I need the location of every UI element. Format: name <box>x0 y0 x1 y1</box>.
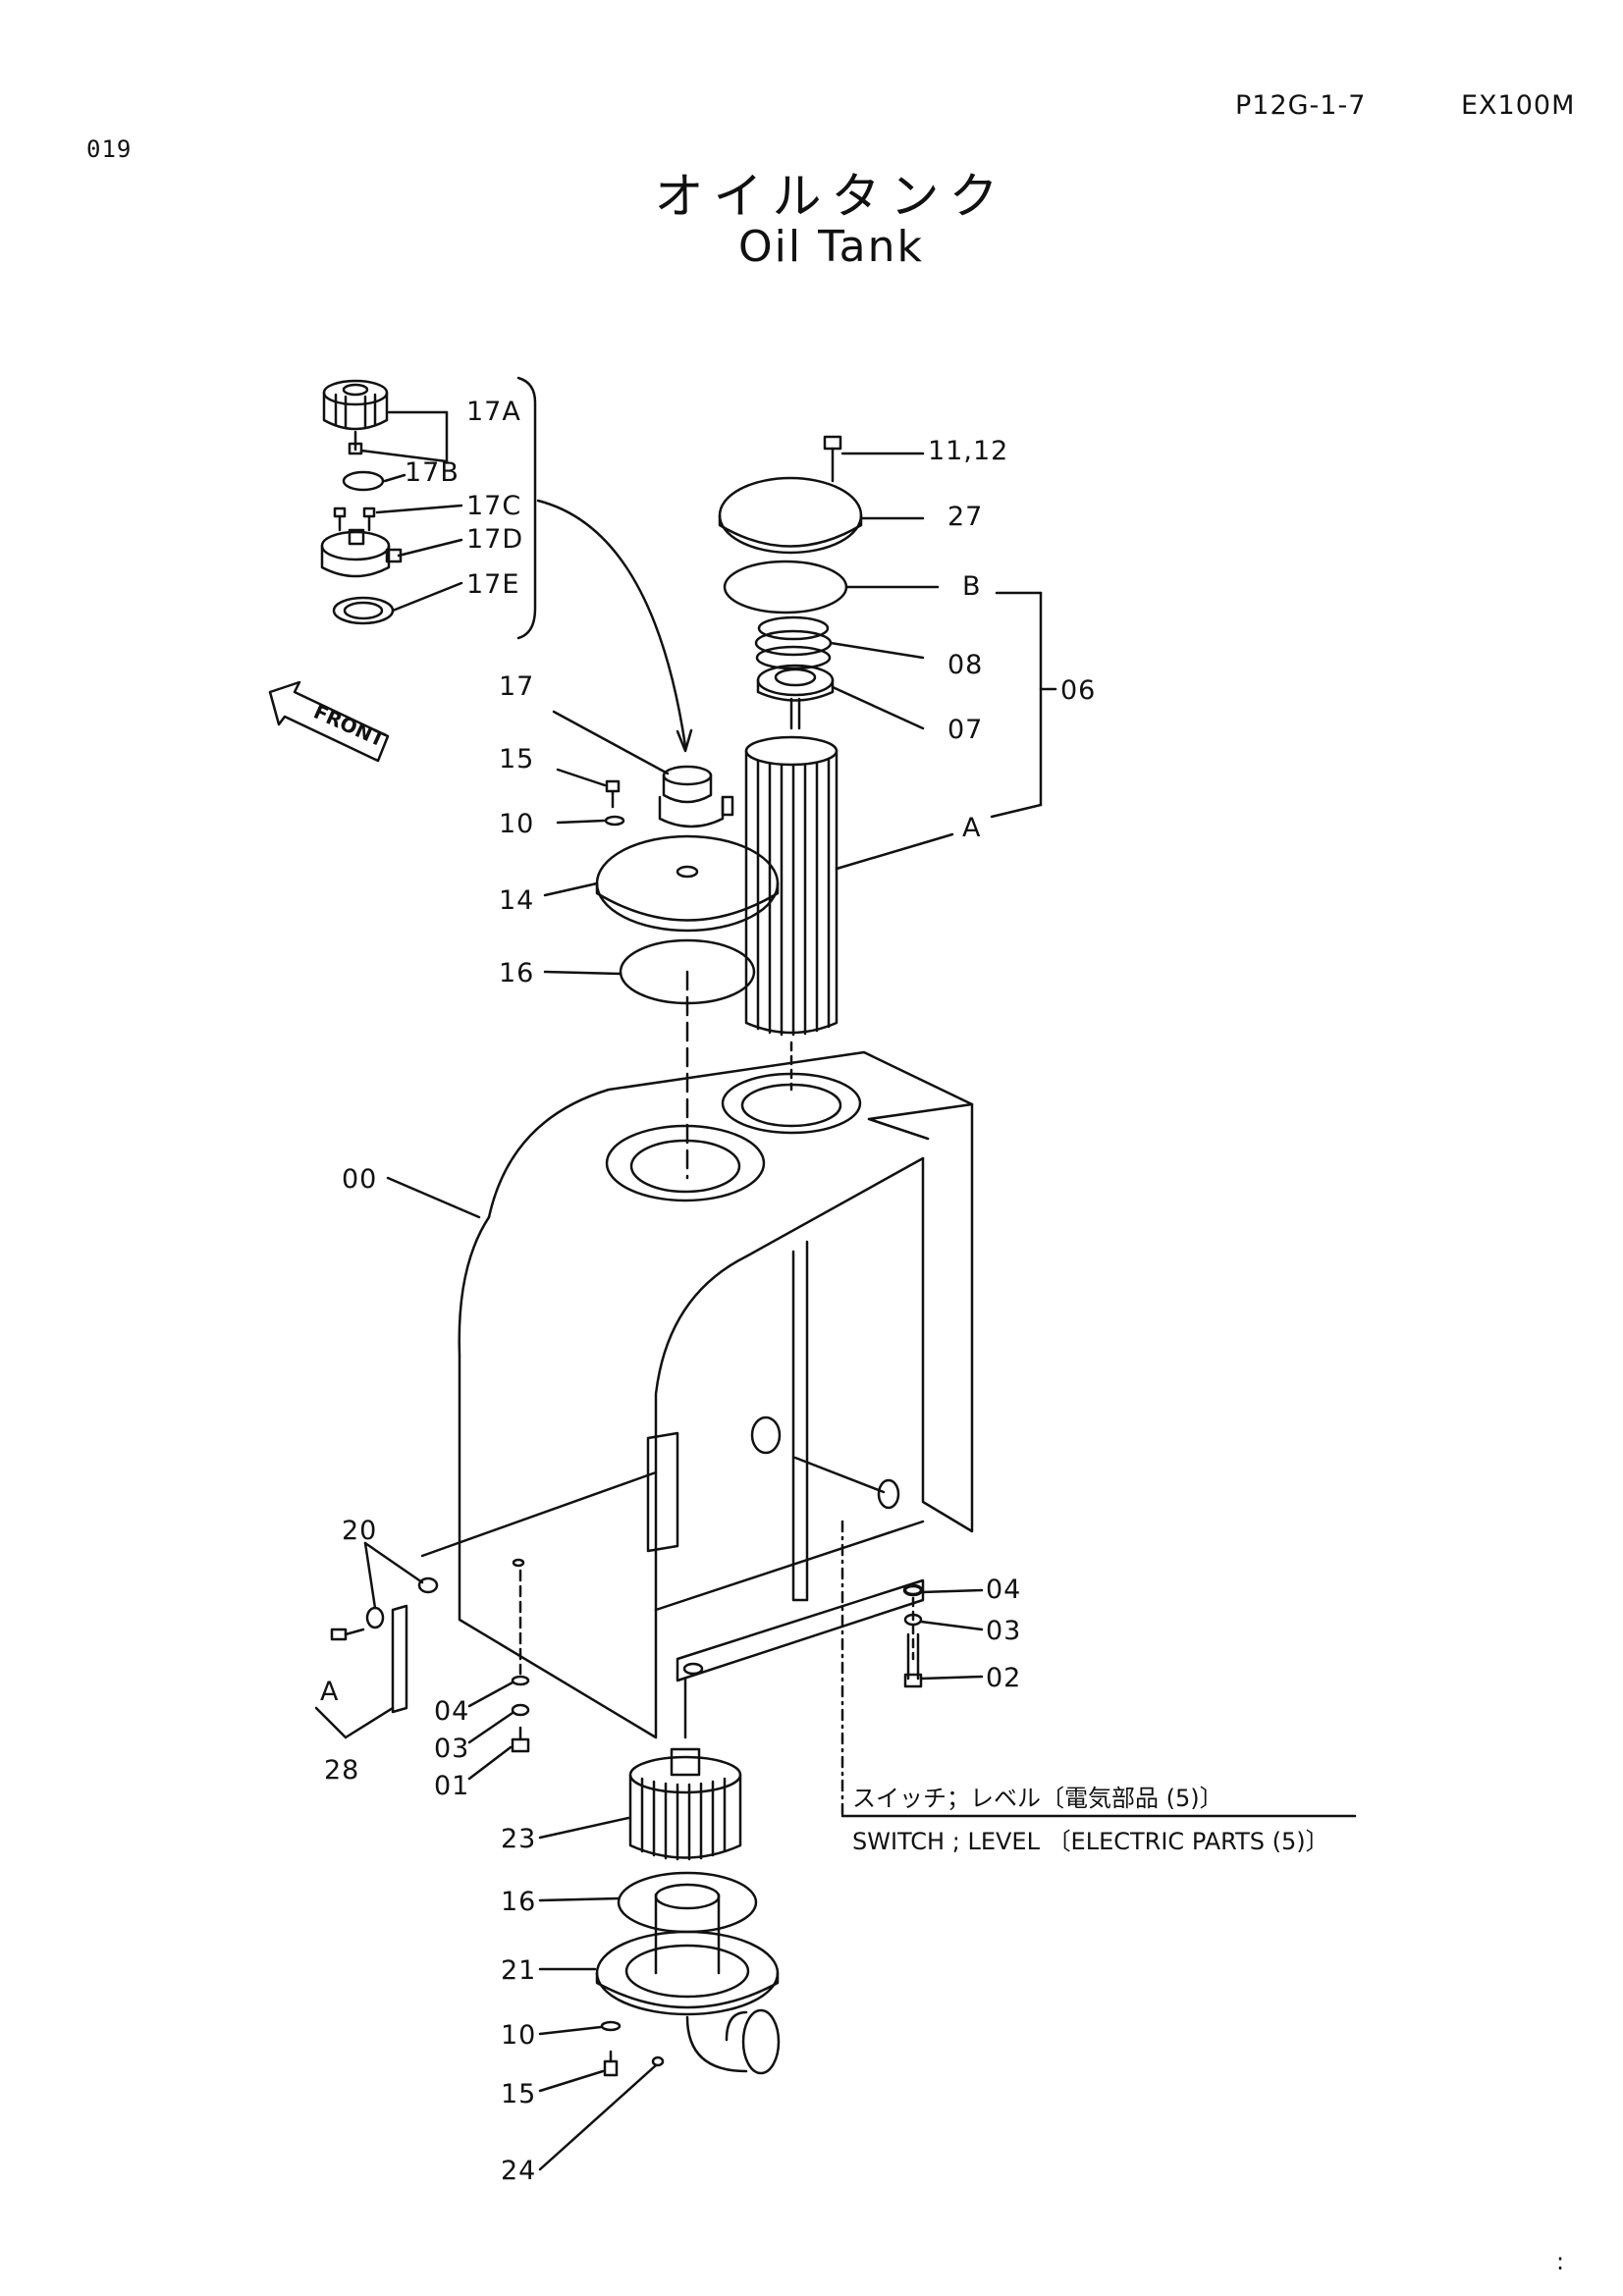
label-00: 00 <box>342 1164 377 1195</box>
return-filter-assembly <box>718 435 1057 1092</box>
label-07: 07 <box>947 715 983 745</box>
front-label: FRONT <box>310 700 389 752</box>
suction-cover-assembly <box>543 710 780 1180</box>
label-15-upper: 15 <box>499 744 534 774</box>
label-16-upper: 16 <box>499 958 534 988</box>
page-code: P12G-1-7 <box>1235 90 1367 121</box>
label-28: 28 <box>324 1755 359 1786</box>
label-08: 08 <box>947 650 983 680</box>
label-17B: 17B <box>405 457 460 488</box>
label-14: 14 <box>499 885 534 916</box>
label-21: 21 <box>501 1955 536 1986</box>
bracket-assembly <box>314 1470 658 1781</box>
oil-tank-body <box>386 1050 1357 1818</box>
front-direction-arrow <box>268 680 390 763</box>
switch-note-english: SWITCH ; LEVEL 〔ELECTRIC PARTS (5)〕 <box>852 1828 1329 1855</box>
label-A-upper: A <box>962 813 981 843</box>
title-english: Oil Tank <box>738 222 924 272</box>
label-17A: 17A <box>466 397 521 427</box>
model-name: EX100M <box>1461 90 1576 121</box>
label-27: 27 <box>947 502 983 532</box>
label-A-lower: A <box>320 1677 339 1707</box>
label-16-lower: 16 <box>501 1887 536 1917</box>
label-10-lower: 10 <box>501 2020 536 2051</box>
label-03-right: 03 <box>986 1616 1021 1646</box>
suction-strainer-assembly <box>538 1747 781 2171</box>
switch-note-japanese: スイッチ；レベル〔電気部品 (5)〕 <box>852 1785 1223 1812</box>
corner-mark: : <box>1556 2248 1565 2275</box>
label-24: 24 <box>501 2156 536 2186</box>
label-04-left: 04 <box>434 1696 469 1727</box>
label-06: 06 <box>1060 675 1096 706</box>
label-11-12: 11,12 <box>928 436 1008 466</box>
label-B: B <box>962 571 982 602</box>
label-15-lower: 15 <box>501 2079 536 2109</box>
label-02: 02 <box>986 1663 1021 1693</box>
part-labels: 17A 17B 17C 17D 17E 11,12 27 B 08 06 07 … <box>310 397 1329 2186</box>
label-01: 01 <box>434 1771 469 1801</box>
title-japanese: オイルタンク <box>654 168 1008 225</box>
mount-hardware <box>903 1584 984 1688</box>
label-23: 23 <box>501 1824 536 1854</box>
label-17E: 17E <box>466 569 519 600</box>
label-03-left: 03 <box>434 1734 469 1764</box>
breather-cap-inset <box>320 376 693 753</box>
page-number: 019 <box>86 135 133 163</box>
label-17: 17 <box>499 671 534 702</box>
label-20: 20 <box>342 1516 377 1546</box>
label-17C: 17C <box>466 491 521 521</box>
label-17D: 17D <box>466 524 523 555</box>
label-04-right: 04 <box>986 1575 1021 1605</box>
label-10-upper: 10 <box>499 809 534 839</box>
